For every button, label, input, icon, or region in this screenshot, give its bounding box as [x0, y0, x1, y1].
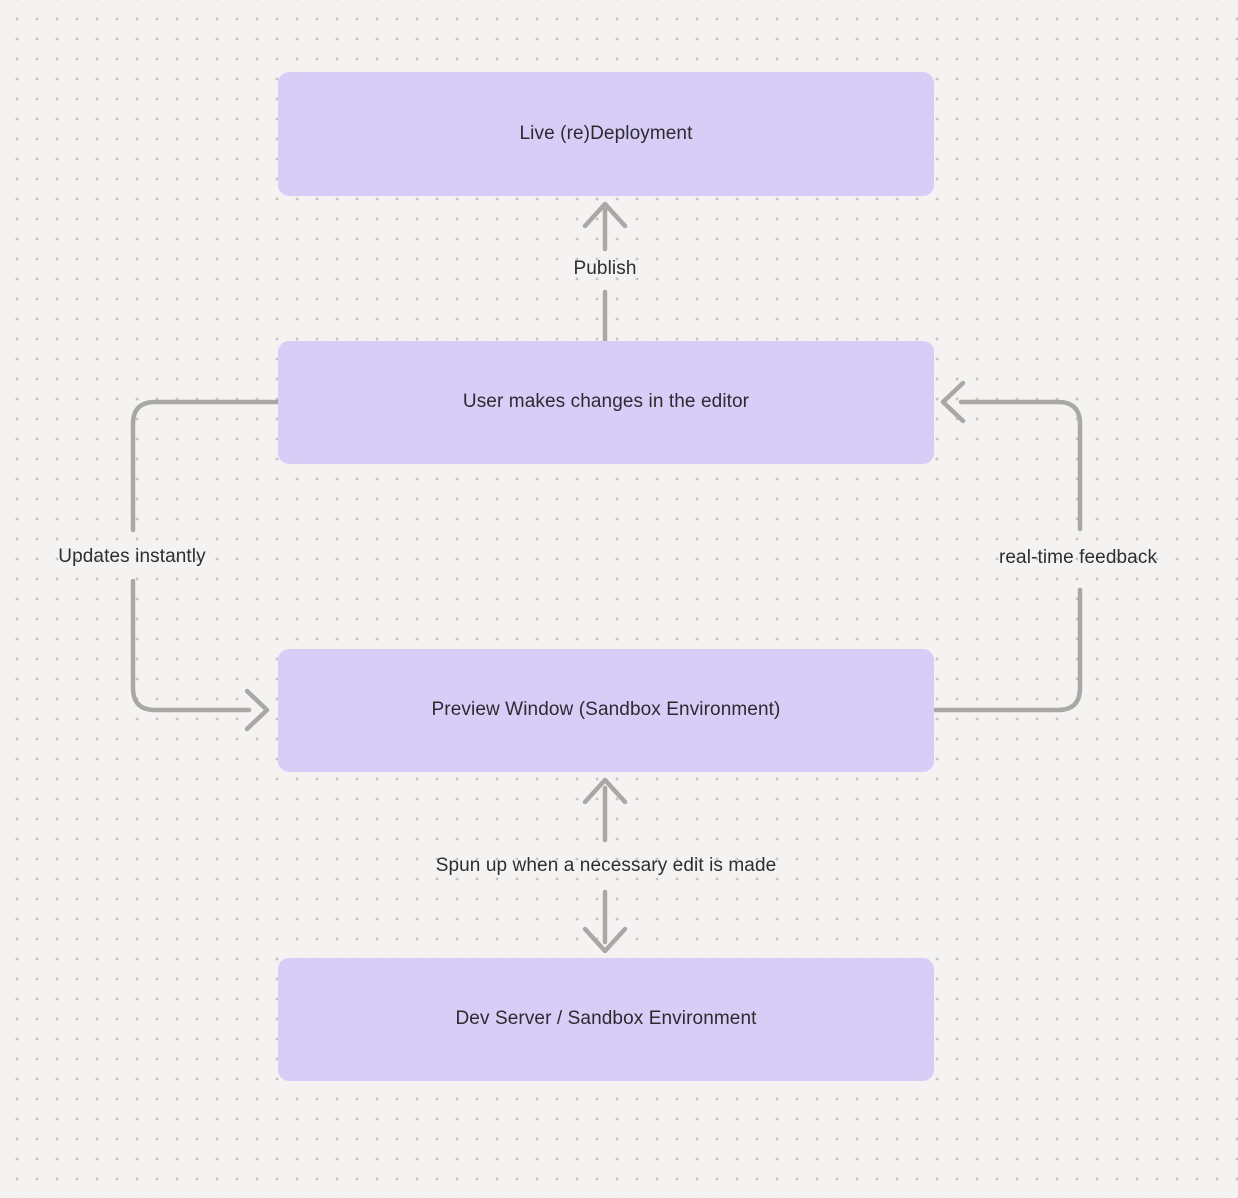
edge-label-realtime-feedback: real-time feedback	[998, 547, 1158, 568]
node-dev-server[interactable]: Dev Server / Sandbox Environment	[278, 958, 934, 1081]
edge-label-updates-instantly: Updates instantly	[58, 546, 206, 567]
edge-label-spun-up: Spun up when a necessary edit is made	[435, 855, 777, 876]
edge-label-publish: Publish	[573, 258, 637, 279]
node-user-makes-changes[interactable]: User makes changes in the editor	[278, 341, 934, 464]
node-user-makes-changes-label: User makes changes in the editor	[462, 391, 750, 413]
node-preview-window-label: Preview Window (Sandbox Environment)	[431, 699, 781, 721]
node-live-redeployment-label: Live (re)Deployment	[519, 122, 693, 144]
node-dev-server-label: Dev Server / Sandbox Environment	[455, 1008, 757, 1030]
node-live-redeployment[interactable]: Live (re)Deployment	[278, 72, 934, 196]
node-preview-window[interactable]: Preview Window (Sandbox Environment)	[278, 649, 934, 772]
